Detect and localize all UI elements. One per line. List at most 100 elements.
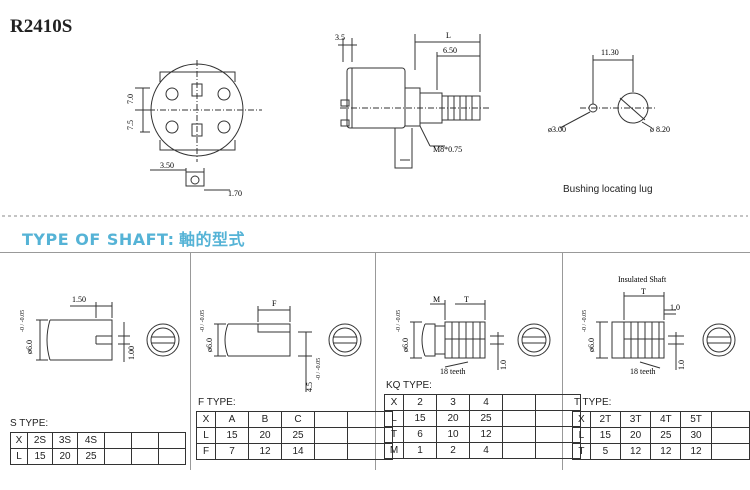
f-dim-tol: -0 / -0.05 [200,310,206,332]
f-dim-4-5: 4.5 [305,382,314,392]
table-cell: 25 [469,410,503,427]
bushing-lug-drawing [559,55,655,129]
dim-6-50: 6.50 [443,46,457,55]
t-dim-1-0-top: 1.0 [670,303,680,312]
table-cell: X [196,411,216,428]
shaft-heading-zh: 軸的型式 [179,230,246,249]
t-dim-1-0-side: 1.0 [677,360,686,370]
table-cell: 25 [650,427,682,444]
dim-dia-8-20: ø 8.20 [650,125,670,134]
table-cell: M [384,442,404,459]
s-dim-1-50: 1.50 [72,295,86,304]
table-cell: 2 [403,394,437,411]
table-cell [710,427,750,444]
t-dim-T: T [641,287,646,296]
table-cell: 4S [77,432,105,449]
table-cell: X [384,394,404,411]
table-cell: 3S [52,432,78,449]
table-cell: 15 [403,410,437,427]
t-type-label: T TYPE: [574,397,612,408]
f-type-shaft-drawing [214,306,362,392]
table-cell [710,443,750,460]
table-cell: 12 [248,443,282,460]
table-cell: 4 [469,394,503,411]
table-cell [158,432,186,449]
t-dim-insulated: Insulated Shaft [618,275,667,284]
table-cell: 2 [436,442,470,459]
table-cell: 14 [281,443,315,460]
table-cell [104,448,132,465]
table-cell: T [384,426,404,443]
table-cell: T [572,443,591,460]
dim-7-0: 7.0 [126,94,135,104]
t-dim-dia: ø6.0 [587,338,596,352]
table-cell: B [248,411,282,428]
table-cell: 15 [589,427,621,444]
table-cell: 25 [77,448,105,465]
table-cell: 3 [436,394,470,411]
table-cell: 12 [619,443,652,460]
table-cell: L [196,427,216,444]
kq-dim-teeth: 18 teeth [440,367,466,376]
table-cell: 4 [469,442,503,459]
table-cell: 15 [215,427,249,444]
table-cell: 4T [650,411,682,428]
top-drawings: 7.0 7.5 3.50 1.70 3.5 L 6.50 M8*0.75 11.… [126,31,670,198]
table-cell: 20 [248,427,282,444]
table-cell: F [196,443,216,460]
s-dim-tol: -0 / -0.05 [20,310,26,332]
kq-dim-dia: ø6.0 [401,338,410,352]
table-cell: 5T [680,411,712,428]
table-cell: 1 [403,442,437,459]
table-cell: 2S [27,432,53,449]
dim-11-30: 11.30 [601,48,619,57]
kq-dim-tol: -0 / -0.05 [396,310,402,332]
table-cell: 12 [680,443,712,460]
dim-L: L [446,31,451,40]
table-cell [502,442,536,459]
table-cell: X [10,432,28,449]
table-cell: A [215,411,249,428]
table-cell [158,448,186,465]
table-cell: 20 [52,448,78,465]
shaft-type-heading: TYPE OF SHAFT: 軸的型式 [22,226,245,250]
table-cell: 20 [619,427,652,444]
table-cell [104,432,132,449]
table-cell [502,410,536,427]
dim-1-70: 1.70 [228,189,242,198]
f-dim-dia: ø6.0 [205,338,214,352]
table-cell [131,448,159,465]
table-cell: 5 [589,443,621,460]
table-cell: L [10,448,28,465]
t-type-shaft-drawing [596,292,736,370]
dim-7-5: 7.5 [126,120,135,130]
panel-divider-1 [190,252,191,470]
table-cell: 12 [469,426,503,443]
table-cell: 3T [619,411,652,428]
table-cell [502,394,536,411]
f-dim-F: F [272,299,277,308]
shaft-heading-en: TYPE OF SHAFT: [22,230,175,249]
kq-type-label: KQ TYPE: [386,380,432,391]
bushing-caption: Bushing locating lug [563,184,653,195]
dim-dia-3-00: ø3.00 [548,125,566,134]
s-dim-dia: ø6.0 [25,340,34,354]
part-number-title: R2410S [10,16,73,37]
kq-dim-T: T [464,295,469,304]
table-cell [314,427,348,444]
s-type-label: S TYPE: [10,418,49,429]
table-cell: 6 [403,426,437,443]
table-cell: 15 [27,448,53,465]
table-cell: L [384,410,404,427]
side-view-drawing [338,34,490,169]
